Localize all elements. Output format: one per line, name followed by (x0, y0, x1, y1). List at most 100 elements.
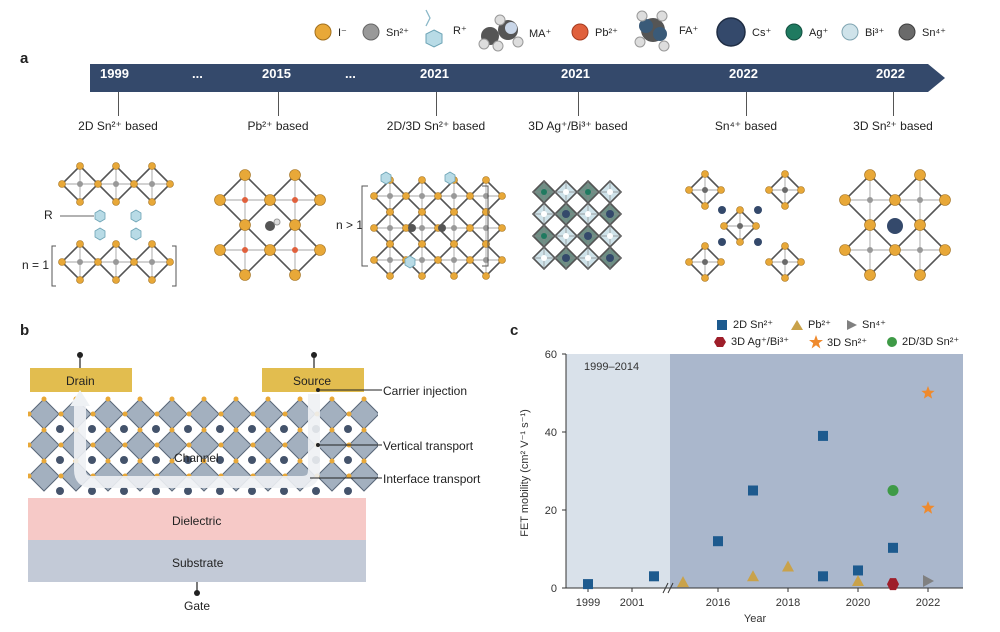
iodide-ion (58, 180, 66, 188)
iodide-ion (218, 411, 224, 417)
iodide-ion (265, 396, 271, 402)
a-site-cation (280, 487, 288, 495)
iodide-ion (939, 244, 951, 256)
iodide-ion (201, 458, 207, 464)
iodide-ion (186, 442, 192, 448)
a-site-cation (280, 456, 288, 464)
legend-organic-cation: R⁺ (420, 8, 467, 52)
y-tick-label: 60 (545, 349, 557, 361)
cesium-ion (887, 218, 903, 234)
octahedron (372, 178, 408, 214)
iodide-ion (137, 396, 143, 402)
structure-label: Pb²⁺ based (247, 119, 309, 133)
panel-c-letter: c (510, 322, 519, 339)
a-site-cation (248, 487, 256, 495)
circle-marker-icon (887, 336, 897, 347)
callout-interface-transport: Interface transport (383, 472, 481, 486)
cesium-ion (562, 210, 570, 218)
data-point-square (649, 571, 659, 582)
legend-bismuth: Bi³⁺ (840, 22, 884, 42)
iodide-ion (233, 427, 239, 433)
iodide-ion (250, 411, 256, 417)
iodide-ion (685, 258, 693, 266)
y-tick-label: 40 (545, 427, 557, 439)
iodide-ion (90, 411, 96, 417)
a-site-cation (184, 487, 192, 495)
octahedron (553, 223, 579, 249)
octahedron (404, 178, 440, 214)
iodide-ion (137, 458, 143, 464)
b-site-ion (419, 193, 425, 199)
a-site-cation (120, 456, 128, 464)
iodide-ion (889, 194, 901, 206)
data-point-square (853, 565, 863, 576)
a-site-cation (312, 487, 320, 495)
b-site-ion (77, 259, 83, 265)
legend-lead: Pb²⁺ (570, 22, 618, 42)
period-label: 1999–2014 (584, 361, 639, 373)
a-site-cation (152, 456, 160, 464)
octahedron (96, 242, 136, 282)
organic-cation (380, 171, 392, 185)
iodide-ion (76, 276, 84, 284)
bracket (482, 185, 489, 267)
b-site-ion (867, 197, 873, 203)
legend-entry-label: Sn⁴⁺ (862, 319, 886, 331)
iodide-ion (386, 272, 394, 280)
y-tick-label: 20 (545, 505, 557, 517)
channel-label: Channel (174, 451, 219, 465)
iodide-ion (154, 411, 160, 417)
iodide-ion (76, 198, 84, 206)
legend-entry-label: 2D/3D Sn²⁺ (902, 336, 960, 348)
x-tick-label: 1999 (576, 597, 600, 609)
iodide-ion (720, 222, 728, 230)
cesium-ion (754, 206, 762, 214)
iodide-ion (122, 411, 128, 417)
b-site-ion (702, 187, 708, 193)
organic-cation (130, 227, 142, 241)
b-site-ion (451, 257, 457, 263)
iodide-ion (864, 169, 876, 181)
iodide-ion (166, 180, 174, 188)
timeline-ellipsis: ... (345, 66, 356, 81)
carrier-path-arrowhead (70, 390, 90, 406)
iodide-ion (148, 240, 156, 248)
data-point-square (583, 579, 593, 590)
iodide-ion (233, 458, 239, 464)
b-site-ion (113, 259, 119, 265)
octahedron (722, 208, 758, 244)
octahedron (372, 242, 408, 278)
octahedron (687, 172, 723, 208)
a-site-cation (88, 456, 96, 464)
b-site-ion (292, 247, 298, 253)
b-site-ion (292, 197, 298, 203)
source-electrode: Source (293, 374, 332, 388)
a-site-cation (152, 425, 160, 433)
bismuth-ion-icon (841, 23, 859, 41)
drain-electrode: Drain (66, 374, 95, 388)
recent-period-region (670, 354, 963, 588)
octahedron (268, 223, 322, 277)
structure-label: 2D Sn²⁺ based (78, 119, 158, 133)
iodide-ion (450, 272, 458, 280)
timeline-year: 1999 (100, 66, 129, 81)
octahedron (28, 396, 60, 430)
iodide-ion (112, 276, 120, 284)
data-point-square (818, 571, 828, 582)
methylammonium-icon (478, 14, 524, 52)
iodide-ion (148, 198, 156, 206)
iodide-ion (112, 162, 120, 170)
legend-methylammonium: MA⁺ (478, 14, 551, 52)
iodide-ion (201, 427, 207, 433)
iodide-ion (314, 244, 326, 256)
octahedron (122, 396, 156, 430)
iodide-ion (105, 396, 111, 402)
carrier-path-arrow (74, 394, 320, 488)
iodide-ion (148, 276, 156, 284)
octahedron (28, 427, 60, 461)
octahedron (218, 396, 252, 430)
iodide-ion (41, 396, 47, 402)
timeline-year: 2022 (729, 66, 758, 81)
organic-cation (94, 227, 106, 241)
fet-device-schematic (28, 352, 378, 596)
